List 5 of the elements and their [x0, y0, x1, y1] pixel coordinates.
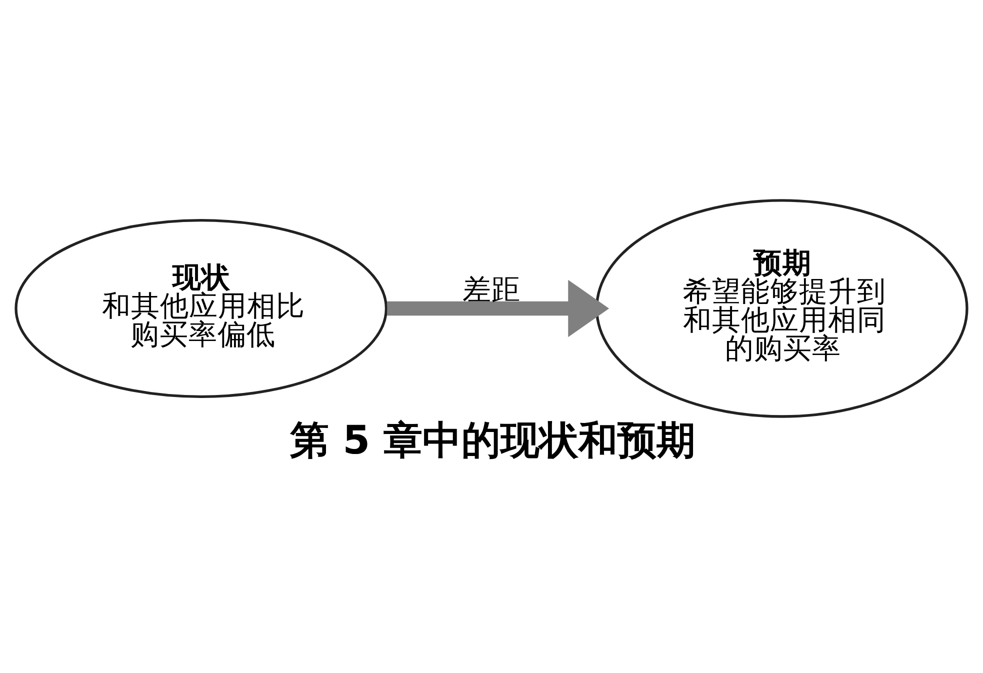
arrow: [387, 279, 610, 337]
node-ellipse: 现状 和其他应用相比购买率偏低: [14, 218, 388, 398]
edge-label: 差距: [462, 272, 520, 306]
caption: 第 5 章中的现状和预期: [290, 418, 696, 464]
node-ellipse: 预期 希望能够提升到和其他应用相同的购买率: [595, 198, 968, 418]
